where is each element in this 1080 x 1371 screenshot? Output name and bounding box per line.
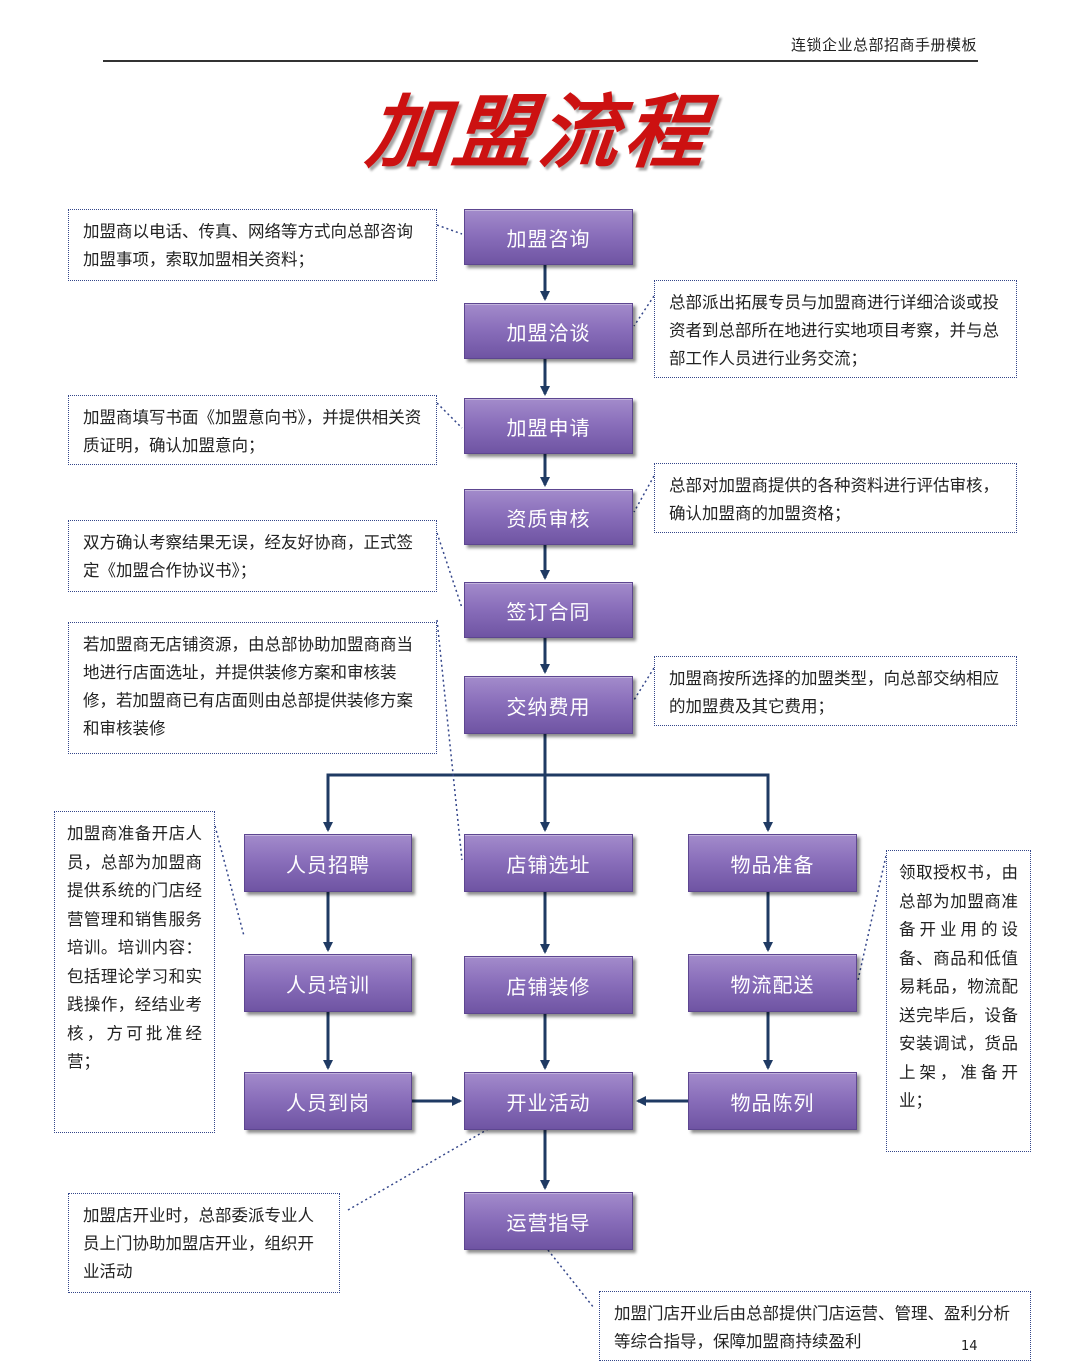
leader-apply <box>436 402 463 429</box>
step-franchise-apply[interactable]: 加盟申请 <box>464 398 633 454</box>
leader-consult <box>436 224 463 235</box>
leader-training <box>214 825 245 937</box>
step-operation-guidance[interactable]: 运营指导 <box>464 1192 633 1250</box>
note-apply: 加盟商填写书面《加盟意向书》，并提供相关资质证明，确认加盟意向； <box>68 395 437 465</box>
note-opening: 加盟店开业时，总部委派专业人员上门协助加盟店开业，组织开业活动 <box>68 1193 340 1293</box>
leader-opening <box>347 1127 491 1211</box>
step-staff-training[interactable]: 人员培训 <box>244 954 412 1012</box>
leader-review <box>633 475 655 513</box>
step-goods-prepare[interactable]: 物品准备 <box>688 834 857 892</box>
note-operation: 加盟门店开业后由总部提供门店运营、管理、盈利分析等综合指导，保障加盟商持续盈利 <box>599 1291 1031 1361</box>
step-pay-fees[interactable]: 交纳费用 <box>464 676 633 734</box>
step-qualification-review[interactable]: 资质审核 <box>464 489 633 545</box>
note-review: 总部对加盟商提供的各种资料进行评估审核，确认加盟商的加盟资格； <box>654 463 1017 533</box>
leader-fees <box>633 667 655 701</box>
split-bar <box>326 773 770 830</box>
page-number: 14 <box>961 1339 978 1354</box>
note-fees: 加盟商按所选择的加盟类型，向总部交纳相应的加盟费及其它费用； <box>654 656 1017 726</box>
note-consult: 加盟商以电话、传真、网络等方式向总部咨询加盟事项，索取加盟相关资料； <box>68 209 437 281</box>
step-store-site[interactable]: 店铺选址 <box>464 834 633 892</box>
leader-contract <box>436 532 463 609</box>
note-site: 若加盟商无店铺资源，由总部协助加盟商商当地进行店面选址，并提供装修方案和审核装修… <box>68 622 437 754</box>
step-staff-onboard[interactable]: 人员到岗 <box>244 1072 412 1130</box>
step-goods-display[interactable]: 物品陈列 <box>688 1072 857 1130</box>
note-training: 加盟商准备开店人员，总部为加盟商提供系统的门店经营管理和销售服务培训。培训内容：… <box>54 811 215 1133</box>
note-contract: 双方确认考察结果无误，经友好协商，正式签定《加盟合作协议书》； <box>68 520 437 592</box>
step-store-decoration[interactable]: 店铺装修 <box>464 956 633 1014</box>
step-franchise-negotiate[interactable]: 加盟洽谈 <box>464 303 633 359</box>
note-goods: 领取授权书，由总部为加盟商准备开业用的设备、商品和低值易耗品，物流配送完毕后，设… <box>886 850 1031 1152</box>
step-sign-contract[interactable]: 签订合同 <box>464 582 633 638</box>
leader-site <box>436 619 463 861</box>
leader-negotiate <box>633 295 655 327</box>
step-staff-recruit[interactable]: 人员招聘 <box>244 834 412 892</box>
document-header-title: 连锁企业总部招商手册模板 <box>790 36 977 54</box>
leader-operation <box>547 1249 595 1309</box>
note-negotiate: 总部派出拓展专员与加盟商进行详细洽谈或投资者到总部所在地进行实地项目考察，并与总… <box>654 280 1017 378</box>
step-logistics-delivery[interactable]: 物流配送 <box>688 954 857 1012</box>
leader-goods <box>857 855 887 981</box>
header-divider <box>103 60 978 62</box>
step-opening-event[interactable]: 开业活动 <box>464 1072 633 1130</box>
step-franchise-consult[interactable]: 加盟咨询 <box>464 209 633 265</box>
